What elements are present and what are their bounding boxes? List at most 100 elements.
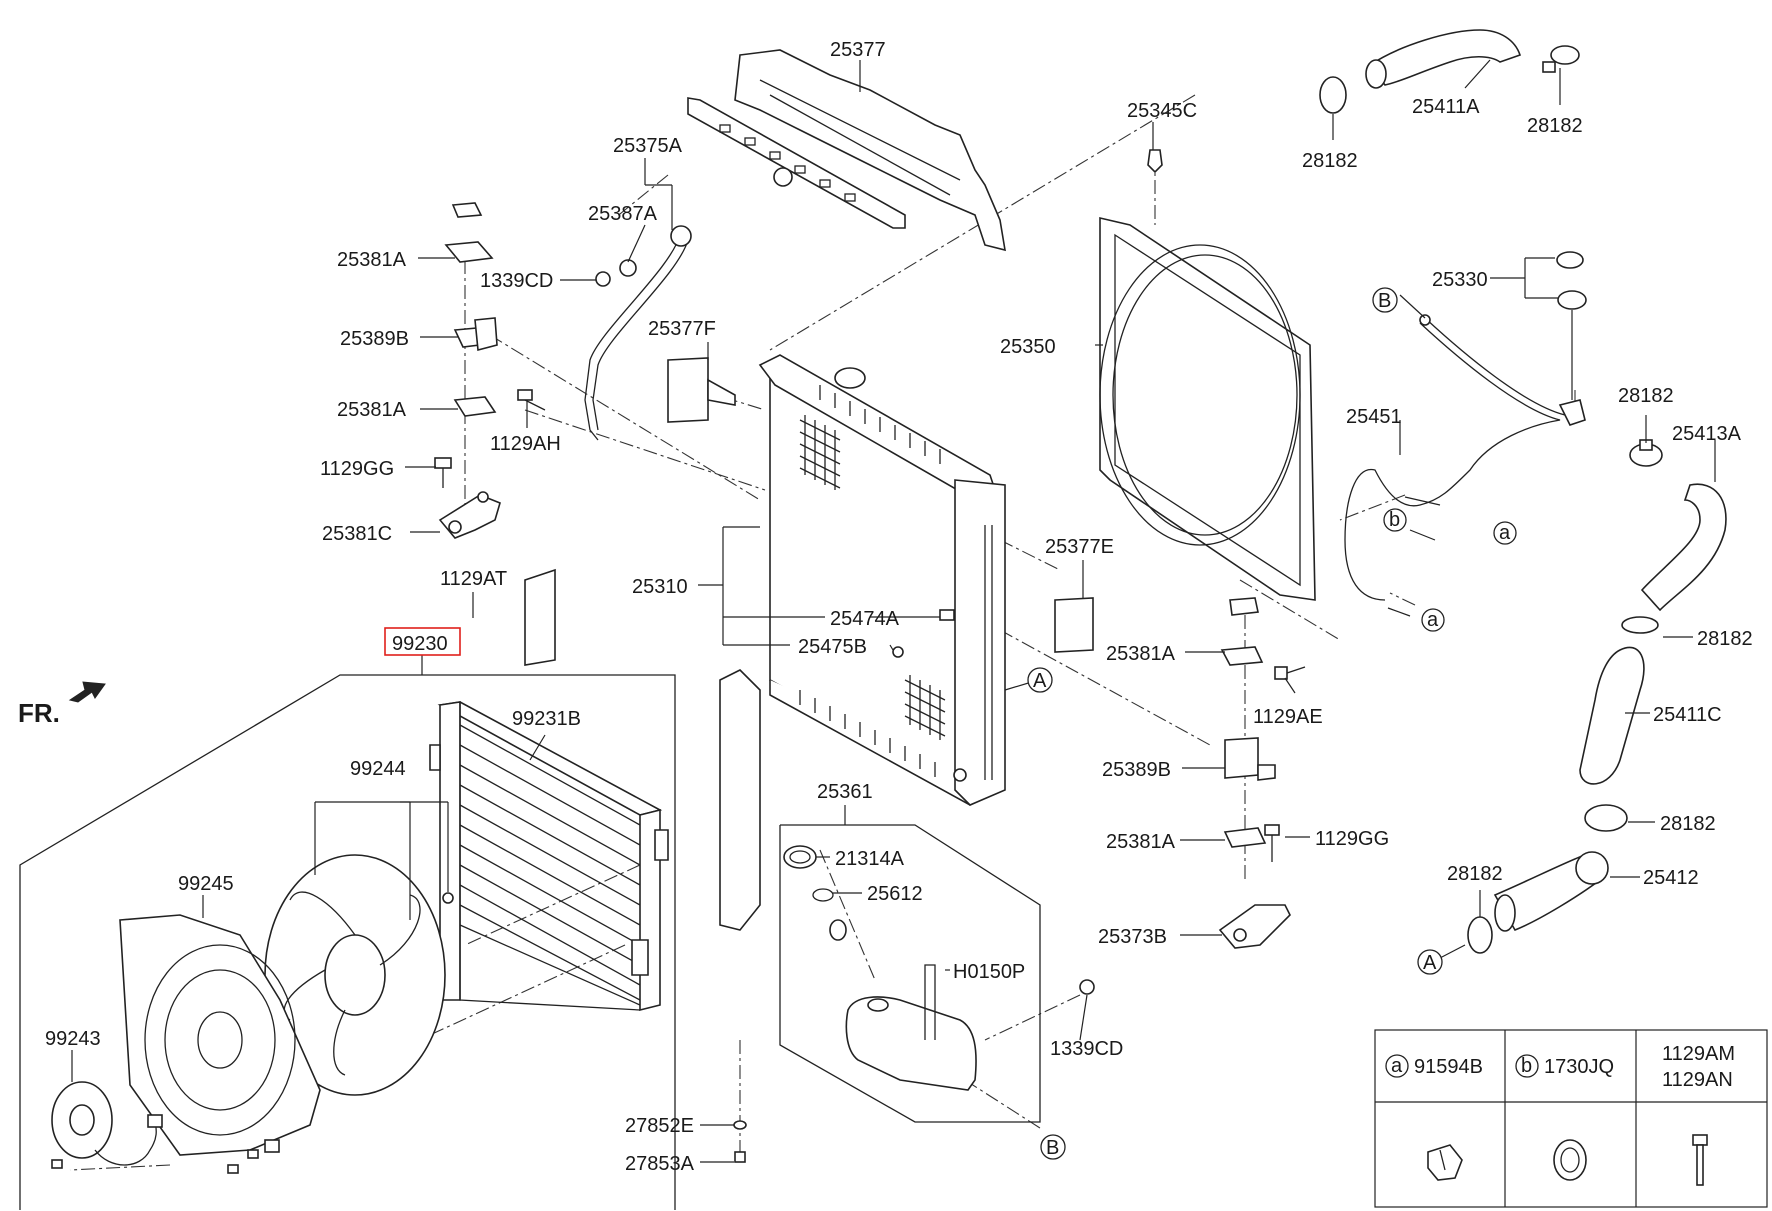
label-25373B[interactable]: 25373B: [1098, 926, 1167, 948]
label-25330[interactable]: 25330: [1432, 269, 1488, 291]
bolt-1129AH[interactable]: [517, 389, 546, 411]
oring-25475B[interactable]: [892, 646, 904, 658]
bolt-1129AM-icon[interactable]: [1692, 1134, 1708, 1186]
label-25412[interactable]: 25412: [1643, 867, 1699, 889]
hose-25412[interactable]: [1493, 851, 1609, 932]
label-1129AE[interactable]: 1129AE: [1253, 706, 1323, 728]
legend-part-91594B[interactable]: 91594B: [1414, 1056, 1483, 1078]
label-25612[interactable]: 25612: [867, 883, 923, 905]
bolt-1129GG-right[interactable]: [1264, 824, 1280, 862]
clamp-28182-right-3[interactable]: [1584, 804, 1628, 832]
hose-25411A[interactable]: [1365, 29, 1522, 89]
label-28182-4[interactable]: 28182: [1697, 628, 1753, 650]
legend-part-1129AM[interactable]: 1129AM: [1662, 1043, 1735, 1065]
label-25377[interactable]: 25377: [830, 39, 886, 61]
grommet-1730JQ-icon[interactable]: [1553, 1139, 1587, 1181]
nut-99244-small[interactable]: [442, 892, 454, 904]
label-25377F[interactable]: 25377F: [648, 318, 716, 340]
label-25381A-1[interactable]: 25381A: [337, 249, 407, 271]
callout-b-hose[interactable]: b: [1383, 508, 1407, 532]
label-99230[interactable]: 99230: [392, 633, 448, 655]
label-28182-1[interactable]: 28182: [1527, 115, 1583, 137]
label-25474A[interactable]: 25474A: [830, 608, 900, 630]
label-25361[interactable]: 25361: [817, 781, 873, 803]
hose-25411C[interactable]: [1579, 646, 1645, 785]
label-25345C[interactable]: 25345C: [1127, 100, 1197, 122]
bushing-25387A[interactable]: [619, 259, 637, 277]
label-99243[interactable]: 99243: [45, 1028, 101, 1050]
label-25381A-2[interactable]: 25381A: [337, 399, 407, 421]
label-25310[interactable]: 25310: [632, 576, 688, 598]
label-28182-6[interactable]: 28182: [1447, 863, 1503, 885]
label-99244[interactable]: 99244: [350, 758, 406, 780]
label-27853A[interactable]: 27853A: [625, 1153, 695, 1175]
bracket-25377F[interactable]: [667, 357, 736, 423]
label-25475B[interactable]: 25475B: [798, 636, 867, 658]
upper-shroud-25377[interactable]: [687, 49, 1006, 252]
callout-B-tank[interactable]: B: [1040, 1134, 1066, 1160]
label-25389B-1[interactable]: 25389B: [340, 328, 409, 350]
radiator-cap-25330[interactable]: [1556, 251, 1587, 426]
condenser-99231B[interactable]: [429, 701, 669, 1012]
callout-A-hose[interactable]: A: [1417, 949, 1443, 975]
label-25381C[interactable]: 25381C: [322, 523, 392, 545]
label-25381A-3[interactable]: 25381A: [1106, 643, 1176, 665]
reservoir-tank[interactable]: [845, 964, 977, 1091]
label-1129GG-2[interactable]: 1129GG: [1315, 828, 1389, 850]
label-25377E[interactable]: 25377E: [1045, 536, 1114, 558]
label-99231B[interactable]: 99231B: [512, 708, 581, 730]
label-27852E[interactable]: 27852E: [625, 1115, 694, 1137]
fan-99244[interactable]: [264, 854, 446, 1096]
oring-25612[interactable]: [812, 888, 834, 902]
clamp-28182-top-left[interactable]: [1319, 76, 1347, 114]
bracket-stack-left[interactable]: [438, 202, 501, 539]
label-28182-5[interactable]: 28182: [1660, 813, 1716, 835]
label-25387A[interactable]: 25387A: [588, 203, 658, 225]
label-25389B-2[interactable]: 25389B: [1102, 759, 1171, 781]
clamp-28182-right-1[interactable]: [1629, 439, 1663, 467]
legend-part-1129AN[interactable]: 1129AN: [1662, 1069, 1733, 1091]
label-25375A[interactable]: 25375A: [613, 135, 683, 157]
label-25413A[interactable]: 25413A: [1672, 423, 1742, 445]
nut-1339CD-right[interactable]: [1079, 979, 1095, 995]
label-25411C[interactable]: 25411C: [1653, 704, 1722, 726]
label-28182-2[interactable]: 28182: [1302, 150, 1358, 172]
callout-a-lower[interactable]: a: [1421, 608, 1445, 632]
label-25350[interactable]: 25350: [1000, 336, 1056, 358]
legend-part-1730JQ[interactable]: 1730JQ: [1544, 1056, 1614, 1078]
label-25381A-4[interactable]: 25381A: [1106, 831, 1176, 853]
label-1339CD-1[interactable]: 1339CD: [480, 270, 553, 292]
clamp-28182-top-right[interactable]: [1542, 45, 1580, 73]
label-1129AT[interactable]: 1129AT: [440, 568, 507, 590]
clamp-28182-lower[interactable]: [1467, 916, 1493, 954]
callout-B-hose[interactable]: B: [1372, 287, 1398, 313]
fan-shroud-25350[interactable]: [1099, 216, 1316, 601]
label-1339CD-2[interactable]: 1339CD: [1050, 1038, 1123, 1060]
nut-1339CD-left[interactable]: [595, 271, 611, 287]
stay-rod-25375A[interactable]: [584, 225, 692, 441]
fan-motor-99243[interactable]: [51, 1081, 163, 1169]
callout-A-radiator[interactable]: A: [1027, 667, 1053, 693]
label-28182-3[interactable]: 28182: [1618, 385, 1674, 407]
plug-27853A[interactable]: [734, 1151, 746, 1163]
bracket-25377E[interactable]: [1054, 597, 1094, 653]
plug-27852E[interactable]: [733, 1120, 747, 1130]
clip-91594B-icon[interactable]: [1427, 1144, 1463, 1181]
bolt-1129GG-left[interactable]: [434, 457, 452, 488]
clip-25345C[interactable]: [1147, 149, 1163, 174]
label-21314A[interactable]: 21314A: [835, 848, 905, 870]
cap-reservoir[interactable]: [829, 919, 847, 941]
label-1129GG-1[interactable]: 1129GG: [320, 458, 394, 480]
label-1129AH[interactable]: 1129AH: [490, 433, 561, 455]
drain-plug-25474A[interactable]: [939, 609, 955, 621]
condenser-side-bracket[interactable]: [524, 568, 761, 931]
radiator-25310[interactable]: [758, 354, 1006, 806]
callout-a-upper[interactable]: a: [1493, 521, 1517, 545]
label-25451[interactable]: 25451: [1346, 406, 1402, 428]
label-99245[interactable]: 99245: [178, 873, 234, 895]
bracket-stack-right[interactable]: [1218, 597, 1291, 949]
bolt-1129AE[interactable]: [1274, 666, 1306, 680]
label-H0150P[interactable]: H0150P: [953, 961, 1025, 983]
clamp-28182-right-2[interactable]: [1621, 616, 1659, 634]
label-25411A[interactable]: 25411A: [1412, 96, 1480, 118]
